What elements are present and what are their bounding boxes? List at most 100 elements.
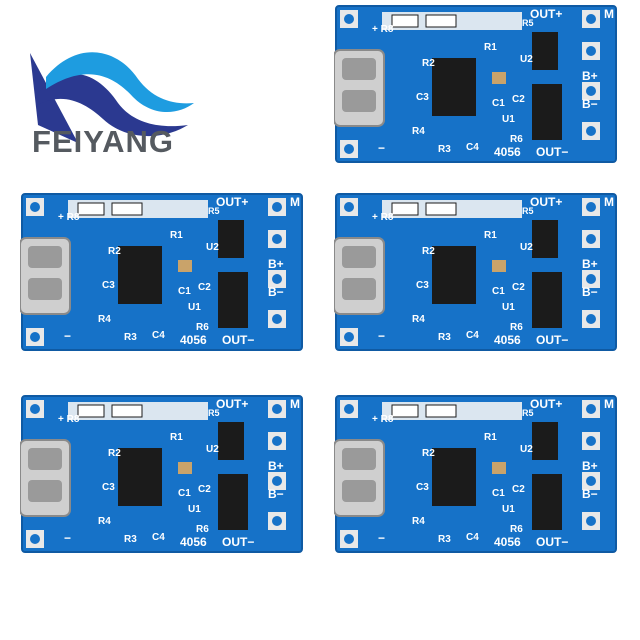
svg-text:4056: 4056 — [494, 535, 521, 549]
svg-text:U2: U2 — [520, 242, 533, 253]
svg-text:R6: R6 — [510, 134, 523, 145]
svg-text:+ R8: + R8 — [372, 24, 394, 35]
svg-text:R4: R4 — [412, 516, 425, 527]
svg-text:C3: C3 — [416, 280, 429, 291]
svg-text:−: − — [64, 329, 71, 343]
svg-text:R1: R1 — [484, 230, 497, 241]
svg-text:C1: C1 — [178, 286, 191, 297]
svg-text:R4: R4 — [98, 516, 111, 527]
svg-text:B−: B− — [268, 487, 284, 501]
svg-text:+ R8: + R8 — [58, 212, 80, 223]
svg-text:C3: C3 — [416, 92, 429, 103]
svg-text:OUT−: OUT− — [536, 145, 568, 159]
feiyang-logo-icon — [30, 52, 194, 143]
svg-text:C2: C2 — [512, 484, 525, 495]
svg-text:R1: R1 — [170, 432, 183, 443]
svg-text:M: M — [604, 195, 614, 209]
svg-text:R4: R4 — [412, 126, 425, 137]
charger-board-graphic: + R8 R5 OUT+ M R2 R1 U2 C3 C1 C2 B+ B− U… — [20, 395, 303, 553]
svg-text:U1: U1 — [502, 302, 515, 313]
svg-text:+ R8: + R8 — [372, 212, 394, 223]
svg-text:C2: C2 — [512, 282, 525, 293]
svg-text:4056: 4056 — [180, 333, 207, 347]
charger-board: + R8 R5 OUT+ M R2 R1 U2 C3 C1 C2 B+ B− U… — [334, 4, 618, 164]
svg-text:R3: R3 — [124, 534, 137, 545]
svg-text:OUT+: OUT+ — [216, 195, 248, 209]
svg-text:C2: C2 — [512, 94, 525, 105]
svg-text:M: M — [290, 195, 300, 209]
svg-text:R1: R1 — [170, 230, 183, 241]
svg-text:C3: C3 — [102, 280, 115, 291]
svg-text:R6: R6 — [196, 524, 209, 535]
svg-text:R2: R2 — [108, 246, 121, 257]
svg-text:OUT−: OUT− — [536, 333, 568, 347]
svg-text:C1: C1 — [178, 488, 191, 499]
svg-text:B−: B− — [582, 285, 598, 299]
svg-text:U1: U1 — [188, 504, 201, 515]
svg-text:4056: 4056 — [494, 333, 521, 347]
charger-board: + R8 R5 OUT+ M R2 R1 U2 C3 C1 C2 B+ B− U… — [334, 394, 618, 554]
svg-text:R2: R2 — [108, 448, 121, 459]
svg-text:C1: C1 — [492, 286, 505, 297]
svg-text:R6: R6 — [196, 322, 209, 333]
svg-text:M: M — [290, 397, 300, 411]
svg-text:R2: R2 — [422, 246, 435, 257]
svg-text:R4: R4 — [98, 314, 111, 325]
svg-text:M: M — [604, 7, 614, 21]
svg-text:B−: B− — [582, 487, 598, 501]
charger-board: + R8 R5 OUT+ M R2 R1 U2 C3 C1 C2 B+ B− U… — [20, 394, 304, 554]
svg-text:C4: C4 — [466, 142, 479, 153]
svg-text:B−: B− — [582, 97, 598, 111]
svg-text:U2: U2 — [520, 444, 533, 455]
svg-text:B−: B− — [268, 285, 284, 299]
svg-text:OUT−: OUT− — [222, 535, 254, 549]
svg-text:C1: C1 — [492, 98, 505, 109]
charger-board-graphic: + R8 R5 OUT+ M R2 R1 U2 C3 C1 C2 B+ B− U… — [334, 193, 617, 351]
svg-text:−: − — [378, 329, 385, 343]
svg-text:R1: R1 — [484, 432, 497, 443]
svg-text:R3: R3 — [124, 332, 137, 343]
charger-board: + R8 R5 OUT+ M R2 R1 U2 C3 C1 C2 B+ B− U… — [334, 192, 618, 352]
svg-text:C2: C2 — [198, 484, 211, 495]
brand-name: FEIYANG — [32, 124, 174, 159]
svg-text:R4: R4 — [412, 314, 425, 325]
charger-board-graphic: + R8 R5 OUT+ M R2 R1 U2 C3 C1 C2 B+ B− U… — [334, 5, 617, 163]
svg-text:R3: R3 — [438, 534, 451, 545]
svg-text:4056: 4056 — [180, 535, 207, 549]
svg-text:M: M — [604, 397, 614, 411]
svg-text:C4: C4 — [466, 330, 479, 341]
svg-text:R5: R5 — [208, 206, 220, 216]
svg-text:B+: B+ — [268, 257, 284, 271]
svg-text:OUT−: OUT− — [536, 535, 568, 549]
svg-text:R5: R5 — [522, 408, 534, 418]
svg-text:−: − — [64, 531, 71, 545]
svg-text:R3: R3 — [438, 332, 451, 343]
svg-text:R6: R6 — [510, 524, 523, 535]
svg-text:C1: C1 — [492, 488, 505, 499]
svg-text:C3: C3 — [416, 482, 429, 493]
svg-text:U1: U1 — [502, 114, 515, 125]
svg-text:OUT−: OUT− — [222, 333, 254, 347]
svg-text:+ R8: + R8 — [58, 414, 80, 425]
svg-text:C4: C4 — [466, 532, 479, 543]
svg-text:C4: C4 — [152, 330, 165, 341]
charger-board-graphic: + R8 R5 OUT+ M R2 R1 U2 C3 C1 C2 B+ B− U… — [20, 193, 303, 351]
charger-board-graphic: + R8 R5 OUT+ M R2 R1 U2 C3 C1 C2 B+ B− U… — [334, 395, 617, 553]
svg-text:C3: C3 — [102, 482, 115, 493]
svg-text:R5: R5 — [522, 18, 534, 28]
svg-text:B+: B+ — [582, 257, 598, 271]
svg-text:B+: B+ — [268, 459, 284, 473]
svg-text:4056: 4056 — [494, 145, 521, 159]
svg-text:OUT+: OUT+ — [530, 195, 562, 209]
svg-text:−: − — [378, 141, 385, 155]
svg-text:U1: U1 — [188, 302, 201, 313]
svg-text:U1: U1 — [502, 504, 515, 515]
svg-text:OUT+: OUT+ — [530, 397, 562, 411]
svg-text:C2: C2 — [198, 282, 211, 293]
svg-text:U2: U2 — [206, 242, 219, 253]
svg-text:B+: B+ — [582, 459, 598, 473]
svg-text:U2: U2 — [206, 444, 219, 455]
charger-board: + R8 R5 OUT+ M R2 R1 U2 C3 C1 C2 B+ B− U… — [20, 192, 304, 352]
svg-text:R5: R5 — [208, 408, 220, 418]
svg-text:R6: R6 — [510, 322, 523, 333]
